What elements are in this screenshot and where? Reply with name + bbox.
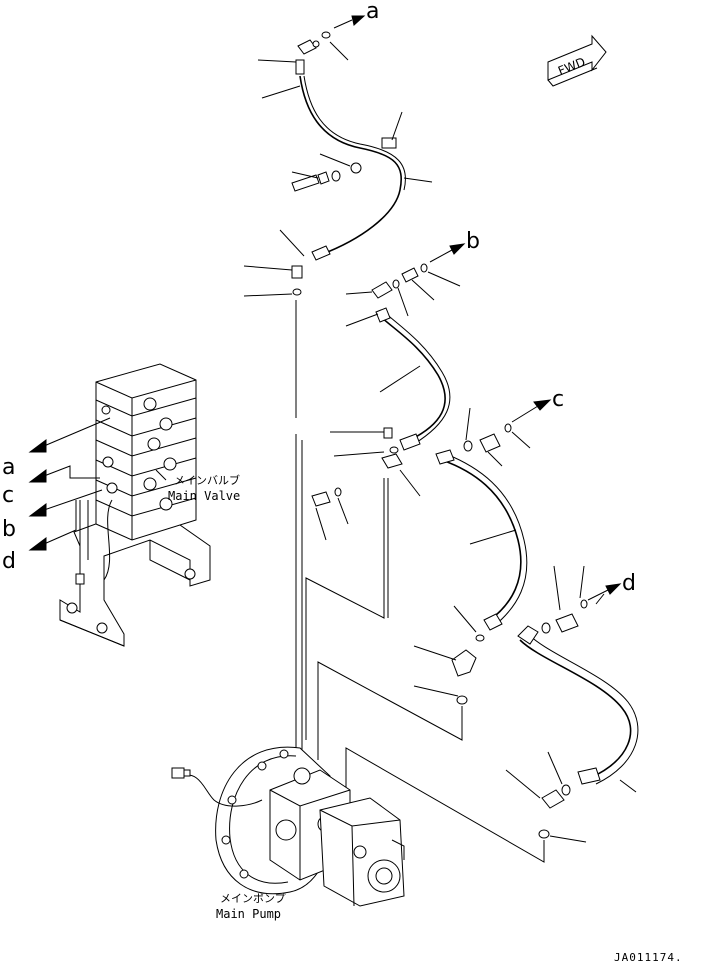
main-pump-label-jp: メインポンプ (220, 892, 286, 905)
main-pump-label-en: Main Pump (216, 907, 281, 921)
tee-fitting-group (311, 427, 421, 541)
main-valve-port-arrows (28, 417, 111, 551)
reference-label-a-valve: a (2, 455, 15, 480)
washer (331, 170, 341, 182)
reference-label-c-valve: c (2, 483, 14, 508)
reference-label-c-top: c (552, 387, 564, 412)
bolt (291, 174, 320, 192)
hose-assembly-c (435, 399, 552, 642)
forward-label: FWD (556, 55, 587, 78)
drawing-code: JA011174. (614, 951, 683, 964)
reference-label-d-valve: d (2, 549, 16, 574)
sensor-connector (171, 767, 185, 779)
main-valve-label-en: Main Valve (168, 489, 240, 503)
elbow-fitting (297, 39, 317, 55)
reference-label-d-top: d (622, 571, 636, 596)
main-valve (59, 363, 211, 647)
hose-assembly-b (243, 243, 466, 451)
clamp (381, 137, 397, 149)
reference-label-a-top: a (366, 0, 379, 24)
tee-fitting (381, 453, 403, 469)
elbow-fitting (371, 281, 393, 299)
hose-assembly-a (257, 15, 433, 261)
forward-direction-marker: FWD (547, 34, 607, 87)
main-pump (171, 746, 405, 907)
o-ring (321, 31, 331, 39)
piping-routes (295, 300, 545, 863)
plug-fitting (383, 427, 393, 439)
reference-label-b-valve: b (2, 517, 16, 542)
elbow-fitting-lower (413, 645, 477, 705)
reference-label-b-top: b (466, 229, 480, 254)
hose-assembly-d (505, 565, 639, 843)
main-valve-label-jp: メインバルブ (174, 473, 240, 487)
